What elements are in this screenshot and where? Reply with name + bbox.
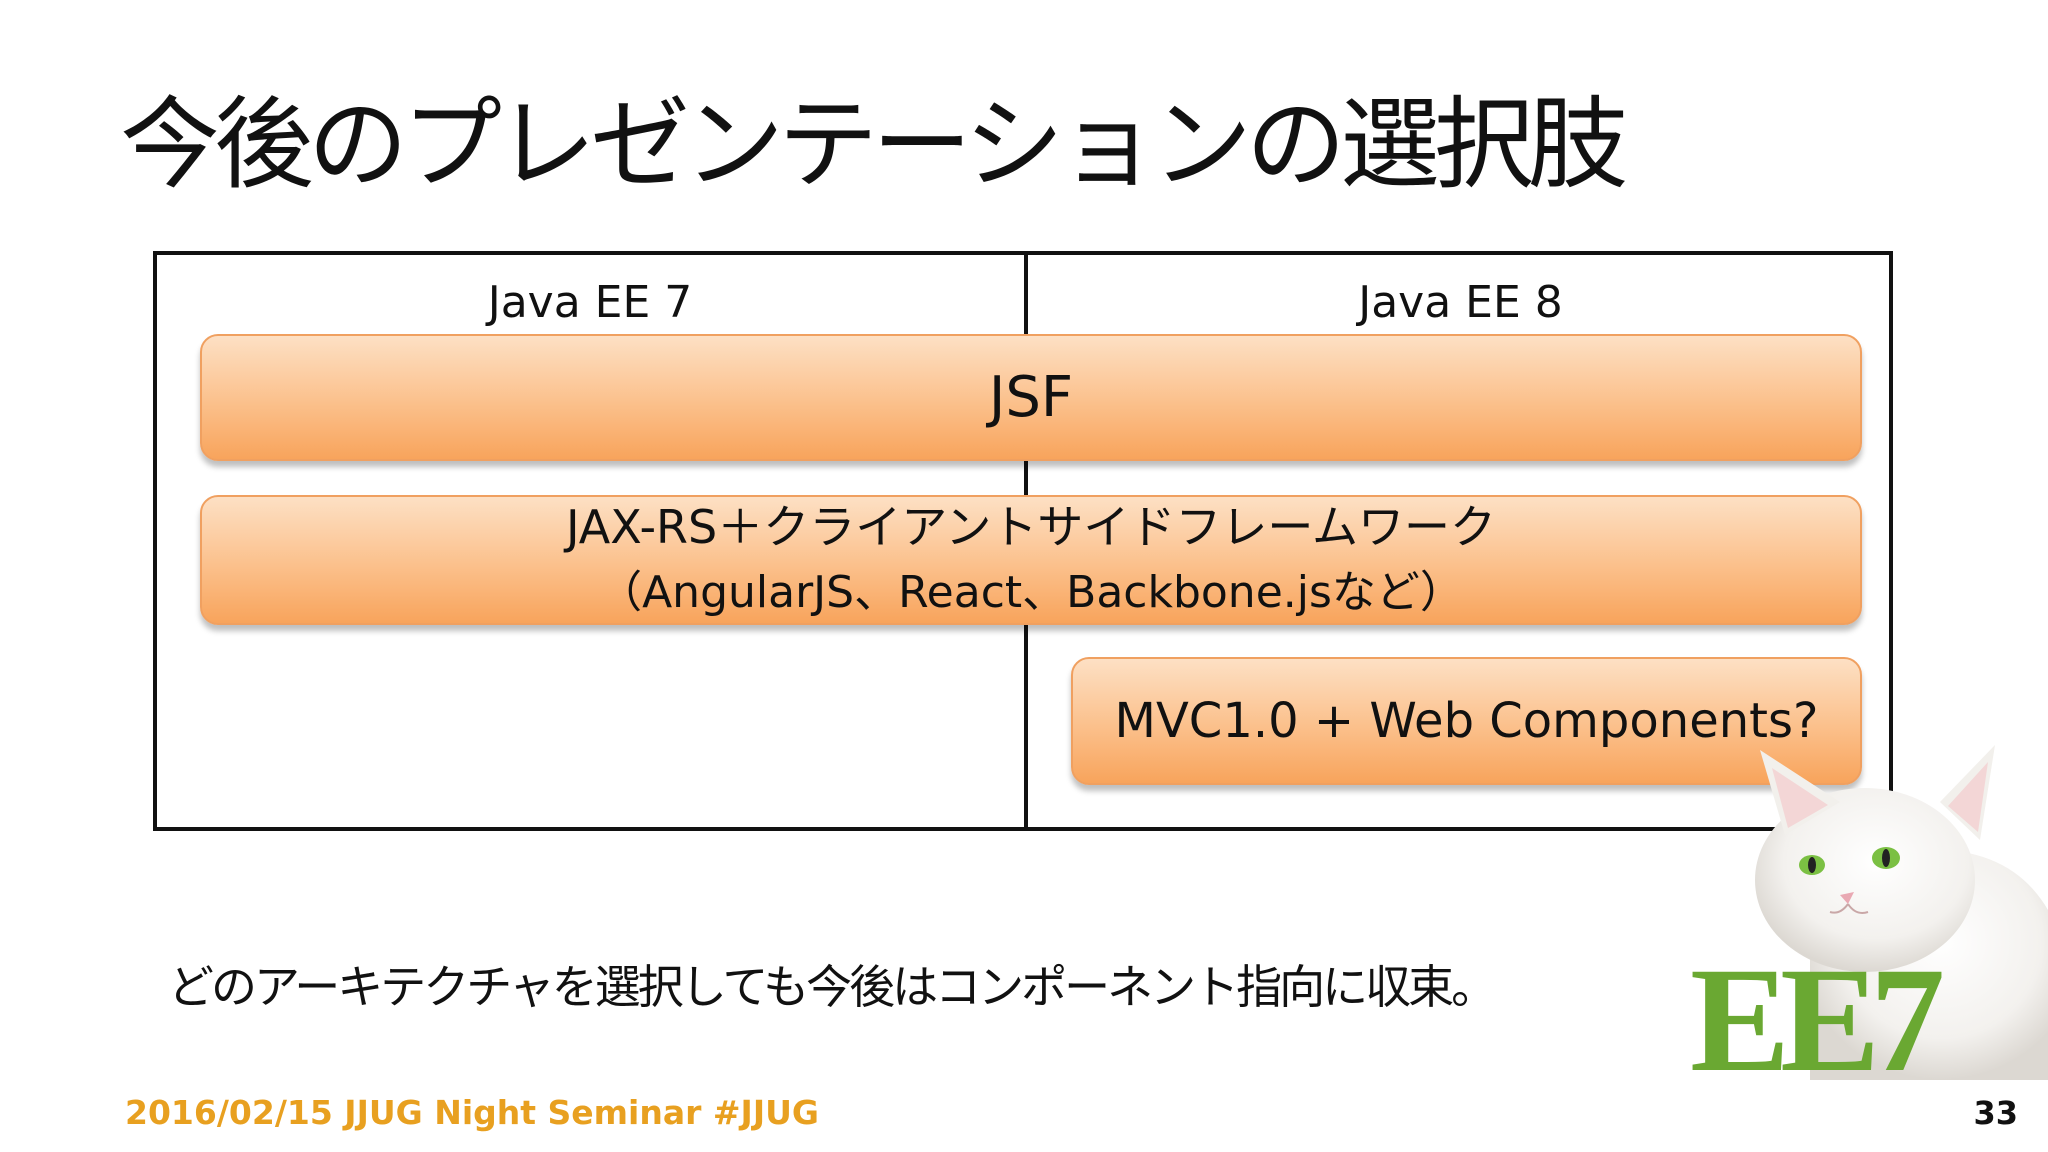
footer-event: 2016/02/15 JJUG Night Seminar #JJUG <box>125 1093 819 1132</box>
mvc-bar: MVC1.0 + Web Components? <box>1071 657 1862 785</box>
ee7-logo-text: EE7 <box>1690 937 1942 1080</box>
jax-rs-label-line1: JAX-RS＋クライアントサイドフレームワーク <box>566 500 1496 554</box>
comparison-table: Java EE 7 Java EE 8 <box>153 251 1893 831</box>
page-number: 33 <box>1973 1094 2018 1132</box>
jsf-bar: JSF <box>200 334 1862 461</box>
mvc-label: MVC1.0 + Web Components? <box>1114 693 1819 749</box>
ee7-cat-logo: EE7 <box>1690 745 2048 1080</box>
slide-title: 今後のプレゼンテーションの選択肢 <box>120 86 1628 203</box>
jax-rs-label-line2: （AngularJS、React、Backbone.jsなど） <box>598 567 1464 618</box>
column-header-java-ee-7: Java EE 7 <box>487 277 693 328</box>
jsf-label: JSF <box>988 365 1074 430</box>
jax-rs-bar: JAX-RS＋クライアントサイドフレームワーク （AngularJS、React… <box>200 495 1862 625</box>
column-header-java-ee-8: Java EE 8 <box>1358 277 1563 328</box>
conclusion-note: どのアーキテクチャを選択しても今後はコンポーネント指向に収束。 <box>168 960 1497 1014</box>
